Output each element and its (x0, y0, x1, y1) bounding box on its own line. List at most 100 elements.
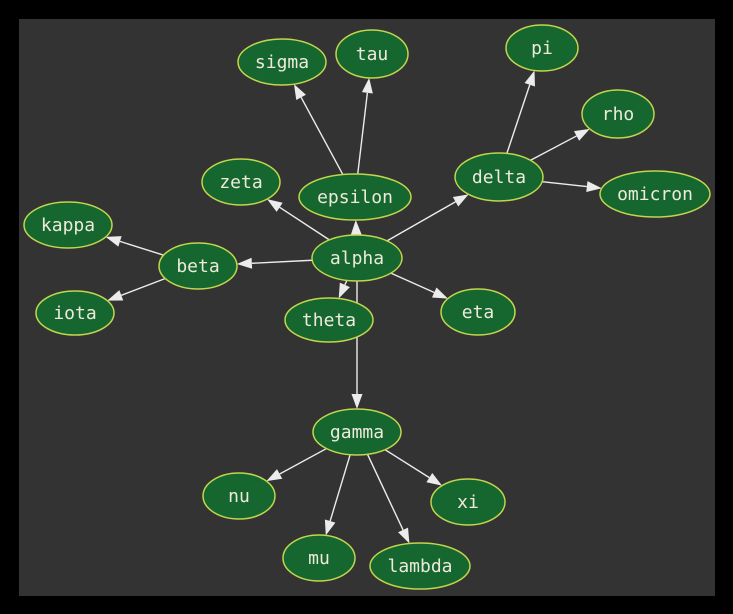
node-label: mu (308, 548, 330, 569)
node-label: iota (53, 303, 96, 324)
node-zeta: zeta (201, 158, 281, 206)
node-ellipse (335, 29, 409, 79)
edge-line (279, 447, 327, 475)
edge-line (386, 201, 456, 242)
edge-arrowhead-icon (452, 194, 469, 207)
edge-line (530, 135, 577, 161)
node-ellipse (202, 472, 276, 520)
edge-arrowhead-icon (573, 128, 590, 141)
edge-arrowhead-icon (586, 181, 602, 193)
node-ellipse (430, 478, 506, 526)
edge-alpha-zeta (267, 199, 330, 241)
node-label: theta (302, 310, 356, 331)
node-mu: mu (282, 534, 356, 582)
node-rho: rho (581, 89, 655, 139)
node-tau: tau (335, 29, 409, 79)
node-omicron: omicron (599, 170, 711, 218)
node-kappa: kappa (23, 201, 113, 249)
node-ellipse (311, 234, 403, 282)
node-ellipse (23, 201, 113, 249)
edge-beta-iota (107, 277, 166, 301)
node-ellipse (284, 297, 374, 343)
edge-gamma-lambda (366, 454, 410, 544)
node-label: pi (531, 38, 553, 59)
node-ellipse (454, 152, 544, 202)
edge-arrowhead-icon (324, 519, 336, 536)
node-label: sigma (255, 52, 309, 73)
node-ellipse (505, 24, 579, 72)
edge-arrowhead-icon (107, 290, 124, 301)
node-xi: xi (430, 478, 506, 526)
edge-alpha-eta (390, 272, 448, 299)
edge-line (121, 277, 166, 296)
node-epsilon: epsilon (298, 173, 412, 221)
edge-arrowhead-icon (361, 77, 373, 94)
node-beta: beta (158, 242, 238, 290)
node-ellipse (440, 288, 516, 336)
edge-line (366, 454, 404, 531)
node-label: kappa (41, 215, 95, 236)
node-theta: theta (284, 297, 374, 343)
node-pi: pi (505, 24, 579, 72)
edge-arrowhead-icon (432, 287, 448, 299)
edge-arrowhead-icon (351, 394, 363, 409)
node-ellipse (158, 242, 238, 290)
node-label: eta (462, 302, 495, 323)
node-label: rho (602, 104, 635, 125)
node-label: zeta (219, 172, 262, 193)
node-iota: iota (35, 290, 115, 336)
edge-arrowhead-icon (105, 236, 122, 247)
node-nu: nu (202, 472, 276, 520)
node-label: omicron (617, 184, 693, 205)
edge-line (279, 206, 330, 241)
edge-arrowhead-icon (267, 199, 283, 212)
edge-epsilon-tau (357, 77, 373, 175)
node-alpha: alpha (311, 234, 403, 282)
edge-line (390, 272, 435, 294)
edge-line (357, 92, 369, 175)
edge-alpha-beta (236, 257, 313, 269)
edge-delta-pi (506, 70, 535, 154)
edge-arrowhead-icon (236, 257, 253, 269)
node-ellipse (298, 173, 412, 221)
edge-arrowhead-icon (338, 282, 350, 299)
edge-epsilon-sigma (293, 84, 344, 175)
node-label: alpha (330, 248, 384, 269)
edge-beta-kappa (105, 236, 164, 256)
edge-arrowhead-icon (350, 219, 362, 236)
node-label: delta (472, 167, 526, 188)
edge-gamma-mu (324, 454, 351, 536)
node-ellipse (201, 158, 281, 206)
edges-layer (105, 70, 602, 544)
node-ellipse (282, 534, 356, 582)
node-ellipse (599, 170, 711, 218)
node-eta: eta (440, 288, 516, 336)
edge-line (251, 259, 313, 264)
node-label: nu (228, 486, 250, 507)
edge-arrowhead-icon (398, 527, 410, 544)
node-label: tau (356, 44, 389, 65)
node-ellipse (581, 89, 655, 139)
node-label: epsilon (317, 187, 393, 208)
edge-delta-omicron (542, 181, 602, 193)
edge-arrowhead-icon (266, 469, 283, 482)
edge-line (119, 240, 164, 256)
edge-line (329, 454, 351, 522)
node-label: beta (176, 256, 219, 277)
node-label: xi (457, 492, 479, 513)
nodes-layer: alpha beta gamma delta epsilon zeta eta theta io… (23, 24, 711, 590)
node-label: gamma (330, 422, 384, 443)
node-ellipse (35, 290, 115, 336)
node-sigma: sigma (237, 38, 327, 86)
edge-arrowhead-icon (524, 70, 535, 87)
edge-gamma-xi (384, 449, 443, 486)
edge-arrowhead-icon (426, 472, 443, 486)
node-ellipse (237, 38, 327, 86)
node-label: lambda (387, 556, 452, 577)
edge-alpha-delta (386, 194, 469, 242)
edge-line (542, 181, 587, 188)
edge-line (384, 449, 430, 479)
edge-line (300, 96, 344, 175)
